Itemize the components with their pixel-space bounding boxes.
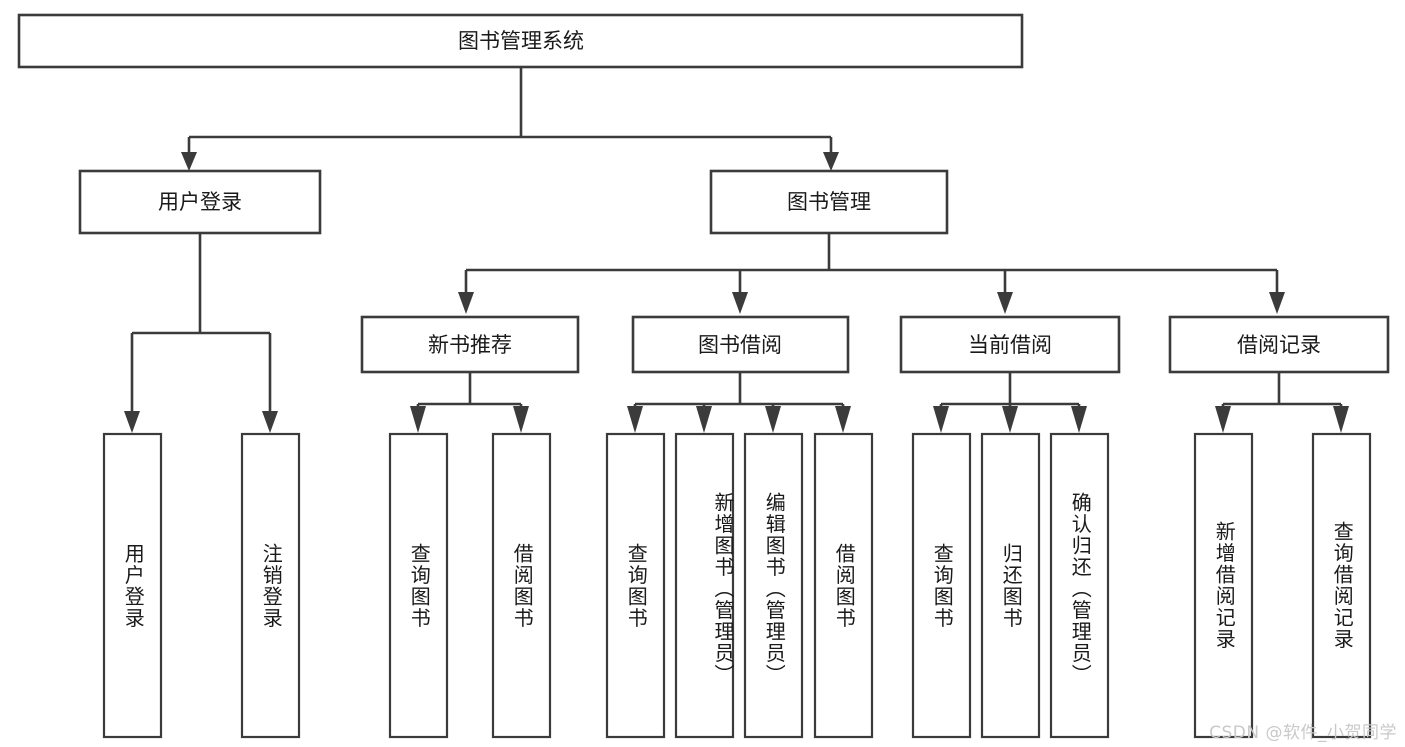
- arrow-head-icon: [1269, 292, 1285, 314]
- leaf-boxes: [102, 432, 1372, 739]
- connectors-new-book-to-leaves: [410, 372, 529, 433]
- node-book-manage-label: 图书管理: [787, 190, 871, 214]
- arrow-head-icon: [458, 292, 474, 314]
- arrow-head-icon: [1333, 406, 1349, 433]
- leaf-borrow-book-1-box[interactable]: [491, 432, 552, 739]
- watermark-text: CSDN @软件_小贺同学: [1209, 723, 1397, 743]
- connectors-root-to-level2: [181, 68, 839, 171]
- arrow-head-icon: [732, 292, 748, 314]
- node-book-borrow-box[interactable]: [631, 315, 850, 374]
- leaf-query-book-3-box[interactable]: [911, 432, 972, 739]
- arrow-head-icon: [765, 406, 781, 433]
- leaf-borrow-book-2-box[interactable]: [813, 432, 874, 739]
- node-root-label: 图书管理系统: [458, 29, 584, 53]
- node-book-borrow-label: 图书借阅: [698, 333, 782, 357]
- node-book-manage-box[interactable]: [709, 169, 949, 235]
- arrow-head-icon: [1002, 406, 1018, 433]
- arrow-head-icon: [997, 292, 1013, 314]
- node-borrow-record-box[interactable]: [1168, 315, 1390, 374]
- node-root[interactable]: 图书管理系统: [17, 13, 1024, 69]
- leaf-user-login-box[interactable]: [102, 432, 163, 739]
- leaf-logout-login-box[interactable]: [240, 432, 301, 739]
- leaf-query-book-2-box[interactable]: [605, 432, 666, 739]
- node-new-book-recommend-box[interactable]: [360, 315, 580, 374]
- arrow-head-icon: [1215, 406, 1231, 433]
- connectors-user-login-to-leaves: [124, 233, 278, 433]
- node-current-borrow[interactable]: 当前借阅: [899, 315, 1121, 374]
- leaf-add-record-box[interactable]: [1193, 432, 1254, 739]
- arrow-head-icon: [410, 406, 426, 433]
- node-root-box[interactable]: [17, 13, 1024, 69]
- arrow-head-icon: [627, 406, 643, 433]
- node-borrow-record-label: 借阅记录: [1237, 333, 1321, 357]
- arrow-head-icon: [823, 152, 839, 171]
- node-current-borrow-label: 当前借阅: [968, 333, 1052, 357]
- arrow-head-icon: [933, 406, 949, 433]
- arrow-head-icon: [262, 411, 278, 433]
- node-new-book-recommend-label: 新书推荐: [428, 333, 512, 357]
- arrow-head-icon: [835, 406, 851, 433]
- leaf-query-book-1-box[interactable]: [388, 432, 449, 739]
- node-user-login-box[interactable]: [78, 169, 322, 235]
- leaf-add-book-box[interactable]: [674, 432, 735, 739]
- leaf-return-book-box[interactable]: [980, 432, 1041, 739]
- arrow-head-icon: [181, 152, 197, 171]
- node-current-borrow-box[interactable]: [899, 315, 1121, 374]
- connectors-book-manage-to-level3: [458, 233, 1285, 314]
- connectors-current-borrow-to-leaves: [933, 372, 1087, 433]
- arrow-head-icon: [696, 406, 712, 433]
- leaf-query-record-box[interactable]: [1311, 432, 1372, 739]
- arrow-head-icon: [1071, 406, 1087, 433]
- arrow-head-icon: [513, 406, 529, 433]
- connectors-book-borrow-to-leaves: [627, 372, 851, 433]
- node-borrow-record[interactable]: 借阅记录: [1168, 315, 1390, 374]
- leaf-confirm-return-box[interactable]: [1049, 432, 1110, 739]
- node-user-login-label: 用户登录: [158, 190, 242, 214]
- connectors-borrow-record-to-leaves: [1215, 372, 1349, 433]
- arrow-head-icon: [124, 411, 140, 433]
- node-new-book-recommend[interactable]: 新书推荐: [360, 315, 580, 374]
- leaf-edit-book-box[interactable]: [743, 432, 804, 739]
- node-book-manage[interactable]: 图书管理: [709, 169, 949, 235]
- node-user-login[interactable]: 用户登录: [78, 169, 322, 235]
- node-book-borrow[interactable]: 图书借阅: [631, 315, 850, 374]
